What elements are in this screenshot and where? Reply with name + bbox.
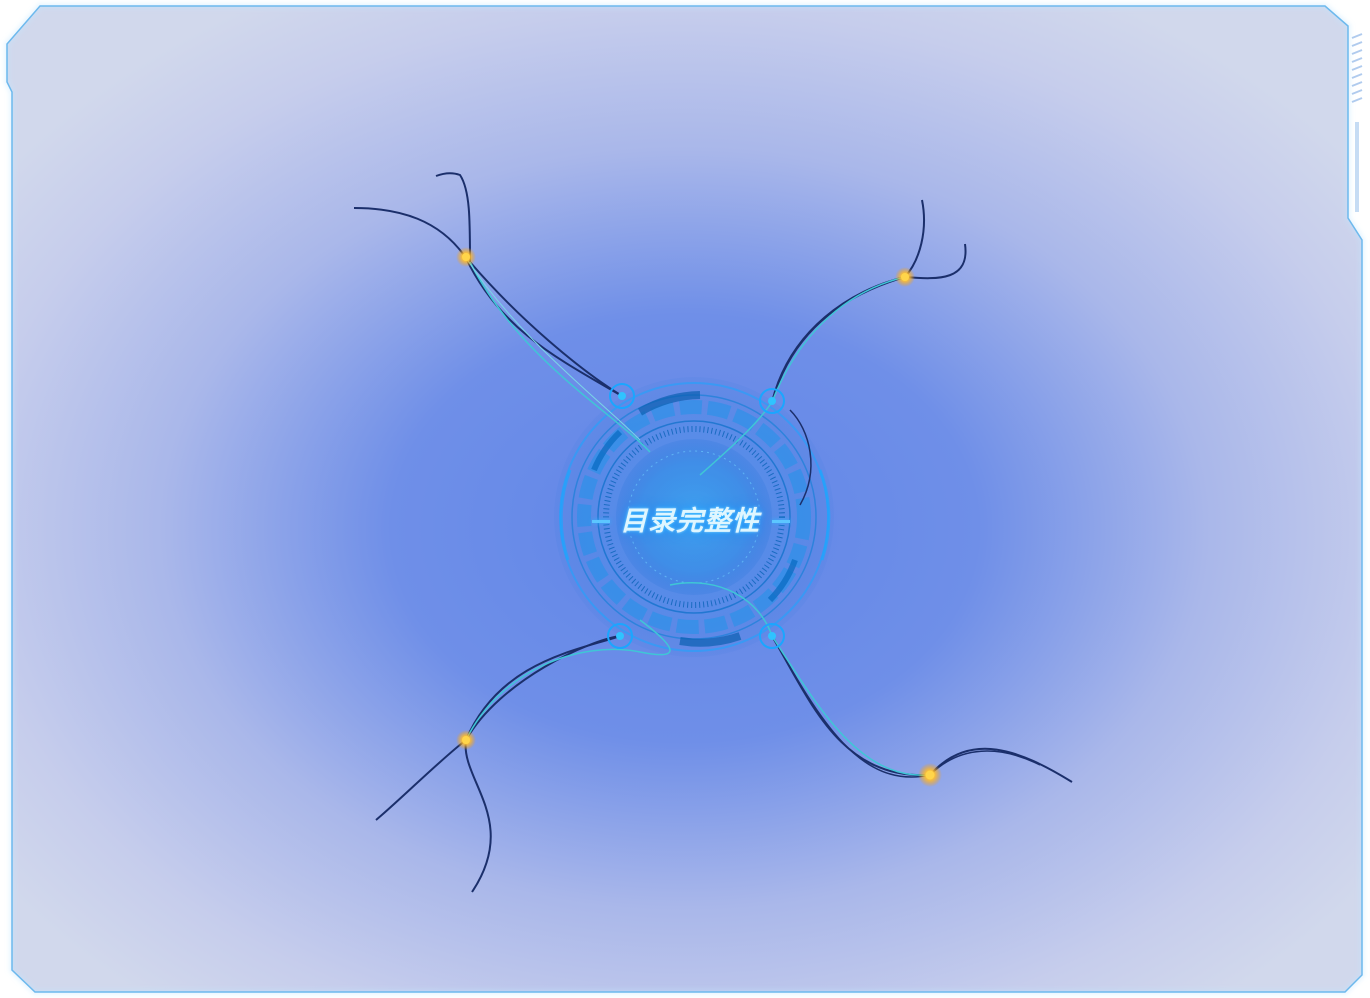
- panel-frame-inner-glow: [3, 3, 1365, 995]
- target-ring-icon: [609, 383, 635, 409]
- center-title[interactable]: 目录完整性: [620, 506, 760, 537]
- glowing-dot-icon: [456, 730, 476, 750]
- title-right-dash: [772, 520, 790, 523]
- target-ring-icon: [759, 623, 785, 649]
- center-ring: [554, 377, 834, 657]
- glowing-dot-icon: [895, 267, 915, 287]
- glowing-dot-icon: [918, 763, 942, 787]
- target-ring-icon: [759, 388, 785, 414]
- frame-stripe-decoration: [1351, 33, 1363, 103]
- title-left-dash: [592, 520, 610, 523]
- glowing-dot-icon: [456, 247, 476, 267]
- target-ring-icon: [607, 623, 633, 649]
